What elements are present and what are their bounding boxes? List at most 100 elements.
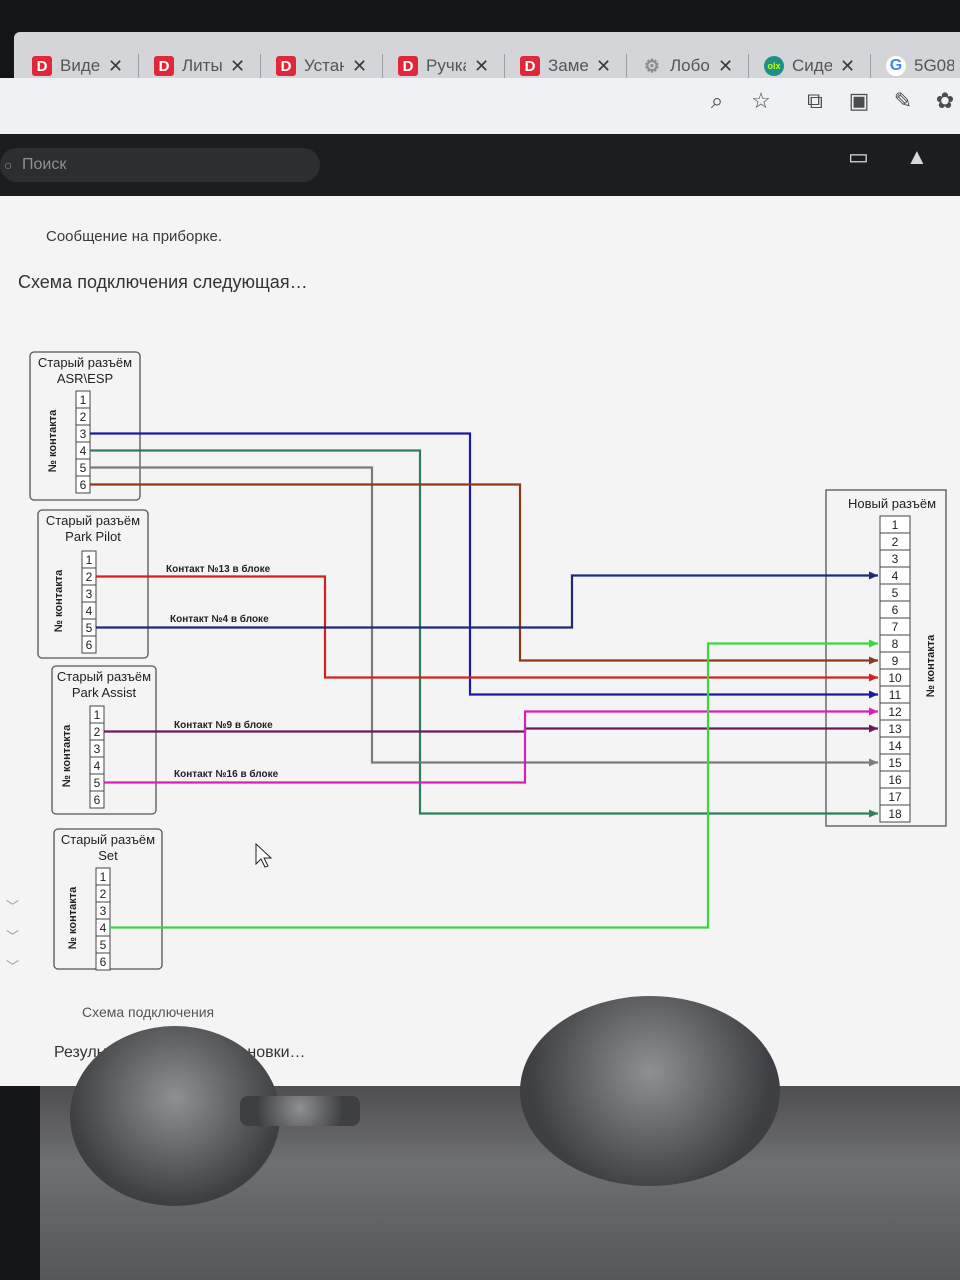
target-pin-number: 2 bbox=[892, 535, 899, 549]
pin-number: 1 bbox=[94, 708, 101, 722]
pin-number: 6 bbox=[100, 955, 107, 969]
close-tab-icon[interactable]: ✕ bbox=[596, 55, 612, 76]
d-logo-icon: D bbox=[276, 56, 296, 76]
bookmark-star-icon[interactable]: ☆ bbox=[751, 88, 771, 113]
close-tab-icon[interactable]: ✕ bbox=[840, 55, 856, 76]
target-pin-number: 13 bbox=[888, 722, 902, 736]
connector-box bbox=[51, 665, 157, 815]
wire bbox=[90, 449, 878, 815]
pin-number: 3 bbox=[86, 587, 93, 601]
pin-number: 2 bbox=[86, 570, 93, 584]
gear-icon: ⚙ bbox=[643, 55, 661, 76]
tab-title: 5G08 bbox=[914, 56, 954, 75]
pin-number: 6 bbox=[80, 478, 87, 492]
browser-tab[interactable]: G 5G08 bbox=[870, 46, 960, 86]
pin-cell bbox=[89, 790, 105, 809]
browser-tab[interactable]: D Устан ✕ bbox=[260, 46, 378, 86]
target-connector-box bbox=[825, 489, 947, 827]
wire bbox=[96, 574, 878, 629]
target-pin-number: 14 bbox=[888, 739, 902, 753]
close-tab-icon[interactable]: ✕ bbox=[718, 55, 734, 76]
wire-arrowhead bbox=[869, 656, 878, 665]
browser-tab[interactable]: D Заме ✕ bbox=[504, 46, 622, 86]
contact-number-label: № контакта bbox=[47, 409, 59, 472]
connector-title: Старый разъём bbox=[57, 669, 151, 684]
tab-title: Ручка bbox=[426, 56, 466, 75]
messages-icon[interactable]: ▭ bbox=[848, 144, 869, 169]
connector-title: Старый разъём bbox=[61, 832, 155, 847]
browser-tab[interactable]: ⚙Лобо✕ bbox=[626, 46, 744, 86]
target-pin-number: 16 bbox=[888, 773, 902, 787]
wire-label: Контакт №4 в блоке bbox=[170, 613, 269, 625]
connector-title: Park Assist bbox=[72, 685, 137, 700]
chevron-down-icon[interactable]: ﹀ bbox=[6, 929, 20, 944]
connector-title: Старый разъём bbox=[46, 513, 140, 528]
d-logo-icon: D bbox=[520, 56, 540, 76]
connector-box bbox=[29, 351, 141, 501]
wire-arrowhead bbox=[869, 571, 878, 580]
pin-number: 4 bbox=[80, 444, 87, 458]
target-pin-number: 4 bbox=[892, 569, 899, 583]
search-input[interactable]: ○ Поиск bbox=[0, 148, 320, 182]
chevron-down-icon[interactable]: ﹀ bbox=[6, 899, 20, 914]
close-tab-icon[interactable]: ✕ bbox=[230, 55, 246, 76]
close-tab-icon[interactable]: ✕ bbox=[108, 55, 124, 76]
tab-title: Заме bbox=[548, 56, 588, 75]
target-pin-number: 12 bbox=[888, 705, 902, 719]
target-connector-title: Новый разъём bbox=[848, 496, 936, 511]
tab-title: Сиде bbox=[792, 56, 832, 75]
zoom-icon[interactable]: ⌕ bbox=[710, 88, 724, 113]
chevron-down-icon[interactable]: ﹀ bbox=[6, 959, 20, 974]
pin-number: 1 bbox=[100, 870, 107, 884]
contact-number-label: № контакта bbox=[61, 724, 73, 787]
pin-number: 1 bbox=[80, 393, 87, 407]
pin-number: 6 bbox=[86, 638, 93, 652]
extension-window-icon[interactable]: ▣ bbox=[848, 88, 870, 113]
pin-number: 1 bbox=[86, 553, 93, 567]
target-pin-number: 8 bbox=[892, 637, 899, 651]
pin-number: 4 bbox=[100, 921, 107, 935]
target-pin-number: 11 bbox=[889, 688, 902, 702]
google-logo-icon: G bbox=[886, 56, 906, 76]
target-pin-number: 18 bbox=[888, 807, 902, 821]
notifications-bell-icon[interactable]: ▲ bbox=[906, 144, 928, 169]
connector-title: Set bbox=[98, 848, 118, 863]
target-pin-number: 1 bbox=[892, 518, 899, 532]
eyedropper-icon[interactable]: ✎ bbox=[893, 88, 913, 113]
paw-extension-icon[interactable]: ✿ bbox=[935, 88, 955, 113]
olx-logo-icon: olx bbox=[764, 56, 784, 76]
extension-code-icon[interactable]: ⧉ bbox=[807, 88, 823, 113]
close-tab-icon[interactable]: ✕ bbox=[474, 55, 490, 76]
close-tab-icon[interactable]: ✕ bbox=[352, 55, 368, 76]
pin-number: 4 bbox=[86, 604, 93, 618]
search-icon: ○ bbox=[4, 157, 13, 173]
target-pin-number: 17 bbox=[888, 790, 902, 804]
connector-title: Старый разъём bbox=[38, 355, 132, 370]
contact-number-label: № контакта bbox=[67, 886, 79, 949]
wire-arrowhead bbox=[869, 809, 878, 818]
pin-number: 5 bbox=[80, 461, 87, 475]
wire bbox=[104, 710, 878, 784]
contact-number-label: № контакта bbox=[53, 569, 65, 632]
target-pin-number: 3 bbox=[892, 552, 899, 566]
browser-tab[interactable]: D Ручка ✕ bbox=[382, 46, 500, 86]
pin-number: 2 bbox=[80, 410, 87, 424]
d-logo-icon: D bbox=[398, 56, 418, 76]
site-header: ○ Поиск ▭ ▲ bbox=[0, 134, 960, 196]
contact-number-label: № контакта bbox=[925, 634, 937, 697]
connector-title: ASR\ESP bbox=[57, 371, 113, 386]
wire-arrowhead bbox=[869, 690, 878, 699]
target-pin-number: 9 bbox=[892, 654, 899, 668]
pin-number: 3 bbox=[80, 427, 87, 441]
target-pin-number: 15 bbox=[888, 756, 902, 770]
pin-cell bbox=[95, 952, 111, 971]
tab-title: Устан bbox=[304, 56, 344, 75]
wire bbox=[90, 432, 878, 696]
browser-tab[interactable]: olx Сиде ✕ bbox=[748, 46, 866, 86]
pin-number: 5 bbox=[94, 776, 101, 790]
pin-cell bbox=[81, 635, 97, 654]
